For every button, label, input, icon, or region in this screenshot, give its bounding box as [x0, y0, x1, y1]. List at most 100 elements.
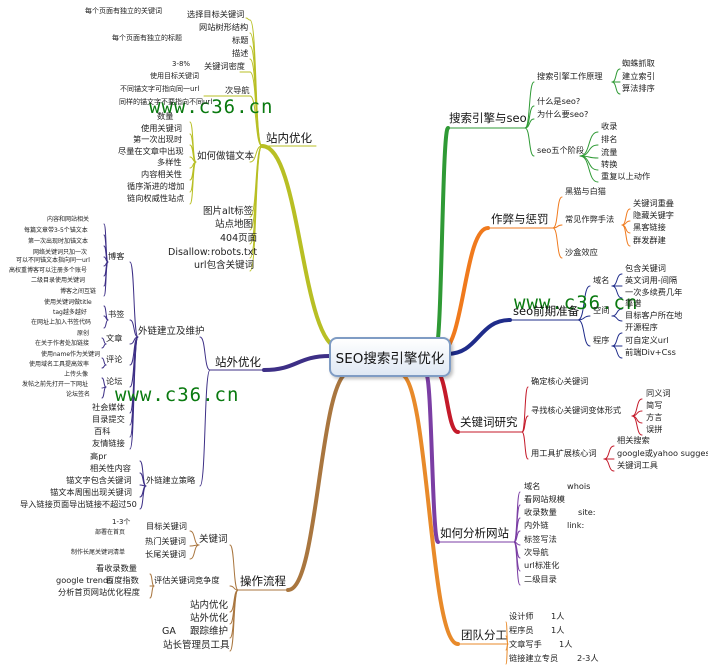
node[interactable]: 站长管理员工具	[163, 640, 230, 651]
node[interactable]: 相关搜索	[617, 435, 650, 445]
node[interactable]: 目标关键词	[146, 521, 187, 531]
node[interactable]: 黑猫与白猫	[565, 186, 606, 196]
node[interactable]: 论坛签名	[66, 391, 91, 398]
node[interactable]: 1人	[551, 625, 565, 635]
node[interactable]: 不同锚文字可指向同一url	[120, 85, 200, 93]
node[interactable]: 每个页面有独立的标题	[112, 34, 182, 42]
node[interactable]: 什么是seo?	[537, 96, 581, 106]
node[interactable]: 分析首页网站优化程度	[58, 587, 140, 597]
node[interactable]: 百度指数	[106, 575, 139, 585]
node[interactable]: tag越多越好	[53, 309, 87, 316]
node[interactable]: 1人	[551, 611, 565, 621]
node[interactable]: 看网站规模	[524, 494, 565, 504]
node[interactable]: 图片alt标签	[203, 206, 254, 217]
node[interactable]: 算法排序	[622, 83, 655, 93]
node[interactable]: 使用域名工具提高效率	[29, 361, 90, 368]
node[interactable]: 如何做锚文本	[197, 151, 255, 162]
node[interactable]: 搜索引擎工作原理	[537, 71, 603, 81]
node[interactable]: 简写	[646, 400, 663, 410]
node[interactable]: 程序员	[509, 625, 534, 635]
node[interactable]: 社会媒体	[92, 402, 125, 412]
node[interactable]: 循序渐进的增加	[127, 181, 185, 191]
node[interactable]: 关键词工具	[617, 460, 658, 470]
node[interactable]: 前端Div+Css	[625, 347, 676, 357]
node[interactable]: 制作长尾关键词清单	[71, 549, 126, 556]
node[interactable]: 论坛	[106, 376, 123, 386]
node[interactable]: 每篇文章带3-5个锚文本	[24, 227, 88, 234]
node[interactable]: 确定核心关键词	[531, 376, 589, 386]
node[interactable]: 常见作弊手法	[565, 214, 615, 224]
branch-analyze[interactable]: 如何分析网站	[440, 526, 509, 540]
node[interactable]: 程序	[593, 335, 610, 345]
node[interactable]: 网络关键词只加一次	[33, 249, 88, 256]
node[interactable]: site:	[578, 507, 596, 517]
node[interactable]: 隐藏关键字	[633, 210, 674, 220]
node[interactable]: 寻找核心关键词变体形式	[531, 405, 622, 415]
node[interactable]: 书签	[108, 309, 125, 319]
node[interactable]: whois	[567, 481, 591, 491]
node[interactable]: 博客之间互链	[60, 288, 97, 295]
node[interactable]: 高pr	[90, 451, 107, 461]
node[interactable]: 同义词	[646, 388, 671, 398]
node[interactable]: 1人	[559, 639, 573, 649]
node[interactable]: 每个页面有独立的关键词	[85, 7, 162, 15]
node[interactable]: 一次多续费几年	[625, 287, 683, 297]
node[interactable]: 重复以上动作	[601, 171, 651, 181]
node[interactable]: 原创	[77, 330, 90, 337]
node[interactable]: 域名	[593, 275, 610, 285]
node[interactable]: 高权重博客可以注册多个账号	[9, 267, 88, 274]
node[interactable]: 在关于作者处加链接	[35, 340, 90, 347]
node[interactable]: 次导航	[524, 547, 549, 557]
node[interactable]: 友情链接	[92, 438, 125, 448]
node[interactable]: 内容和网站相关	[47, 216, 90, 223]
node[interactable]: Disallow:	[168, 247, 211, 258]
branch-search-engine[interactable]: 搜索引擎与seo	[449, 111, 527, 125]
node[interactable]: 二级目录使用关键词	[31, 277, 86, 284]
node[interactable]: 1-3个	[112, 518, 131, 526]
node[interactable]: 靠谱	[625, 298, 642, 308]
node[interactable]: 长尾关键词	[145, 549, 186, 559]
node[interactable]: 3-8%	[172, 60, 191, 68]
branch-process[interactable]: 操作流程	[240, 574, 286, 588]
node[interactable]: 在网址上加入书签代码	[31, 319, 92, 326]
node[interactable]: 群发群建	[633, 235, 666, 245]
node[interactable]: 评估关键词竞争度	[154, 575, 220, 585]
node[interactable]: 使用关键词做title	[44, 299, 92, 306]
node[interactable]: robots.txt	[211, 247, 258, 258]
node[interactable]: 域名	[524, 481, 541, 491]
node[interactable]: 2-3人	[577, 653, 599, 663]
node[interactable]: link:	[567, 520, 585, 530]
node[interactable]: 收录	[601, 121, 618, 131]
node[interactable]: 博客	[108, 251, 125, 261]
node[interactable]: 同样的锚文字不要指向不同url	[119, 98, 213, 106]
node[interactable]: url标准化	[524, 560, 560, 570]
node[interactable]: 转换	[601, 159, 618, 169]
node[interactable]: 建立索引	[622, 71, 655, 81]
node[interactable]: 描述	[232, 48, 249, 58]
node[interactable]: 链向权威性站点	[127, 193, 185, 203]
node[interactable]: 可自定义url	[625, 335, 669, 345]
node[interactable]: url包含关键词	[194, 260, 255, 271]
node[interactable]: seo五个阶段	[537, 145, 585, 155]
node[interactable]: 404页面	[220, 233, 258, 244]
node[interactable]: 第一次出现时加锚文本	[28, 238, 89, 245]
node[interactable]: 内外链	[524, 520, 549, 530]
node[interactable]: 相关性内容	[90, 463, 131, 473]
node[interactable]: 选择目标关键词	[187, 9, 245, 19]
node[interactable]: 部署在首页	[95, 529, 126, 536]
node[interactable]: 站外优化	[190, 613, 229, 624]
node[interactable]: 锚文字包含关键词	[66, 475, 132, 485]
node[interactable]: 排名	[601, 134, 618, 144]
node[interactable]: 目录提交	[92, 414, 125, 424]
node[interactable]: 站点地图	[215, 219, 254, 230]
branch-seo-prep[interactable]: seo前期准备	[513, 304, 580, 318]
node[interactable]: 用工具扩展核心词	[531, 448, 597, 458]
node[interactable]: 网站树形结构	[199, 22, 249, 32]
node[interactable]: 流量	[601, 147, 618, 157]
node[interactable]: 沙盒效应	[565, 247, 598, 257]
node[interactable]: 文章	[106, 333, 123, 343]
node[interactable]: 发帖之前先打开一下网址	[22, 381, 89, 388]
branch-offsite[interactable]: 站外优化	[215, 355, 261, 369]
node[interactable]: 使用目标关键词	[150, 72, 199, 80]
node[interactable]: 开源程序	[625, 322, 658, 332]
